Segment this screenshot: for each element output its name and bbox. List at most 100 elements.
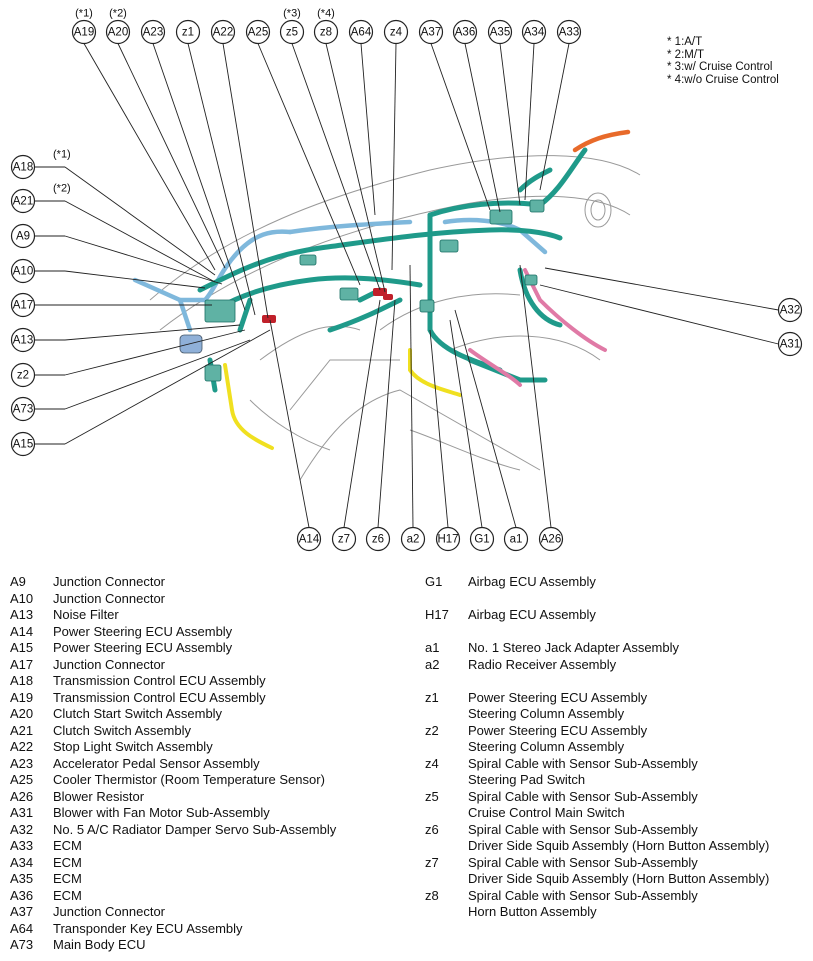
leader-line	[325, 43, 386, 293]
legend-code: A18	[10, 673, 34, 688]
callout-code: A9	[16, 231, 30, 243]
legend-name: Spiral Cable with Sensor Sub-Assembly	[468, 854, 698, 870]
callout-a73: A73	[10, 396, 36, 422]
legend-code-spacer	[425, 706, 468, 723]
legend-code: A23	[10, 755, 34, 771]
callout-a25: A25	[245, 19, 271, 45]
legend-code: A25	[10, 772, 34, 787]
callout-circle	[777, 297, 803, 323]
callout-circle	[521, 19, 547, 45]
legend-name: Power Steering ECU Assembly	[468, 722, 648, 738]
callout-circle	[175, 19, 201, 45]
legend-name: Junction Connector	[53, 656, 166, 672]
callout-code: z6	[372, 534, 384, 546]
legend-spacer	[425, 673, 769, 690]
callout-circle	[503, 526, 529, 552]
legend-name: Power Steering ECU Assembly	[53, 623, 233, 639]
callout-z5: z5(*3)	[279, 8, 305, 45]
leader-line	[291, 43, 381, 291]
leader-line	[524, 43, 535, 201]
callout-code: A64	[351, 27, 372, 39]
callout-code: A15	[13, 439, 33, 451]
callout-a36: A36	[452, 19, 478, 45]
callout-code: A10	[13, 266, 33, 278]
legend-name-detail: Steering Column Assembly	[468, 706, 625, 721]
legend-row: A64 Transponder Key ECU Assembly	[10, 921, 336, 938]
callout-circle	[245, 19, 271, 45]
callout-a13: A13	[10, 327, 36, 353]
legend-code: z8	[425, 887, 439, 903]
legend-code: A36	[10, 887, 34, 903]
legend-code: A32	[10, 821, 34, 837]
callout-code: A23	[143, 27, 163, 39]
callout-a33: A33	[556, 19, 582, 45]
legend-row-continued: Steering Pad Switch	[425, 772, 769, 789]
legend-name: Junction Connector	[53, 590, 166, 606]
legend-code: z7	[425, 854, 439, 870]
legend-code-spacer	[425, 838, 468, 855]
callout-circle	[210, 19, 236, 45]
legend-code: z1	[425, 689, 439, 705]
legend-name: Clutch Start Switch Assembly	[53, 706, 223, 721]
legend-code: z4	[425, 755, 439, 771]
leader-line	[377, 299, 396, 528]
callout-code: A22	[213, 27, 233, 39]
callout-note: (*4)	[317, 8, 335, 20]
callout-z8: z8(*4)	[313, 8, 339, 45]
leader-line	[64, 329, 246, 376]
leader-line	[257, 43, 361, 286]
callout-note: (*2)	[109, 8, 127, 20]
legend-code: A34	[10, 854, 34, 870]
callout-circle	[10, 258, 36, 284]
legend-name-detail: Driver Side Squib Assembly (Horn Button …	[468, 838, 770, 853]
callout-a19: A19(*1)	[71, 8, 97, 45]
legend-code-spacer	[425, 772, 468, 789]
legend-row: A23 Accelerator Pedal Sensor Assembly	[10, 756, 336, 773]
leader-line	[454, 309, 517, 528]
legend-name-detail: Driver Side Squib Assembly (Horn Button …	[468, 871, 770, 886]
legend-code: z6	[425, 821, 439, 837]
legend-code: z2	[425, 722, 439, 738]
leader-line	[499, 43, 521, 206]
legend-name: Spiral Cable with Sensor Sub-Assembly	[468, 821, 698, 837]
legend-code: A64	[10, 920, 34, 936]
callout-code: A26	[541, 534, 561, 546]
legend-name: Transmission Control ECU Assembly	[53, 673, 266, 688]
callout-a17: A17	[10, 292, 36, 318]
legend-name-detail: Steering Pad Switch	[468, 772, 586, 787]
callout-code: a1	[510, 534, 523, 546]
legend-row: z2 Power Steering ECU Assembly	[425, 723, 769, 740]
callout-note: (*1)	[75, 8, 93, 20]
callout-code: z4	[390, 27, 403, 39]
callout-code: A36	[455, 27, 475, 39]
legend-name: ECM	[53, 838, 82, 853]
legend-name: No. 5 A/C Radiator Damper Servo Sub-Asse…	[53, 821, 337, 837]
callout-circle	[348, 19, 374, 45]
legend-name: ECM	[53, 887, 82, 903]
legend-code: A35	[10, 871, 34, 886]
callout-circle	[469, 526, 495, 552]
leader-line	[64, 339, 251, 410]
legend-name: Airbag ECU Assembly	[468, 607, 596, 622]
legend-name: Noise Filter	[53, 607, 119, 622]
callout-a2: a2	[400, 526, 426, 552]
legend-name: Transponder Key ECU Assembly	[53, 920, 243, 936]
leader-line	[409, 264, 414, 528]
callout-circle	[418, 19, 444, 45]
legend-row-continued: Horn Button Assembly	[425, 904, 769, 921]
callout-circle	[365, 526, 391, 552]
callout-a35: A35	[487, 19, 513, 45]
legend-row: z7 Spiral Cable with Sensor Sub-Assembly	[425, 855, 769, 872]
leader-line	[360, 43, 376, 216]
legend-name: Accelerator Pedal Sensor Assembly	[53, 755, 260, 771]
callout-a1: a1	[503, 526, 529, 552]
leader-line	[187, 43, 256, 316]
callout-circle	[556, 19, 582, 45]
callout-circle	[383, 19, 409, 45]
